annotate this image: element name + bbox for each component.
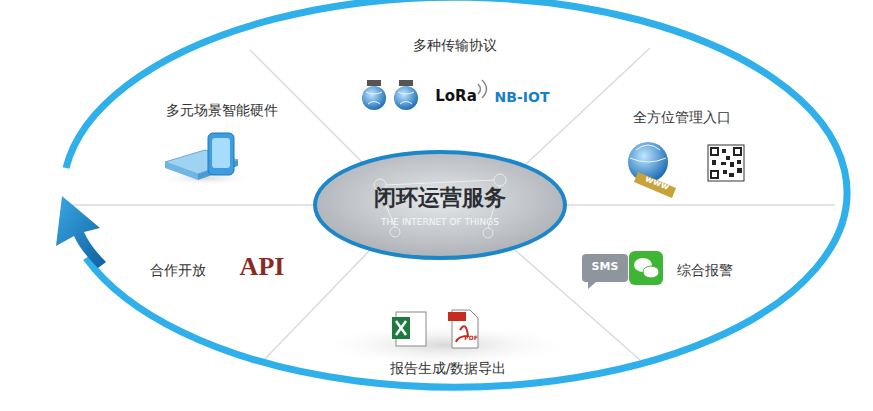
logo-text: API	[240, 251, 285, 282]
center-title: 闭环运营服务	[374, 183, 506, 213]
icon-text: SMS	[592, 260, 619, 273]
section-label: 全方位管理入口	[633, 109, 731, 126]
watermark-text: THE INTERNET OF THINGS	[381, 217, 499, 227]
icon-text: PDF	[464, 334, 477, 341]
section-label: 综合报警	[677, 262, 733, 279]
section-label: 多种传输协议	[413, 37, 497, 54]
section-label: 多元场景智能硬件	[166, 102, 278, 119]
logo-text: LoRa	[435, 87, 477, 105]
logo-text: NB-IOT	[495, 89, 550, 106]
section-label: 报告生成/数据导出	[390, 360, 507, 377]
center-oval: 闭环运营服务 THE INTERNET OF THINGS	[315, 152, 565, 258]
section-label: 合作开放	[150, 262, 206, 279]
